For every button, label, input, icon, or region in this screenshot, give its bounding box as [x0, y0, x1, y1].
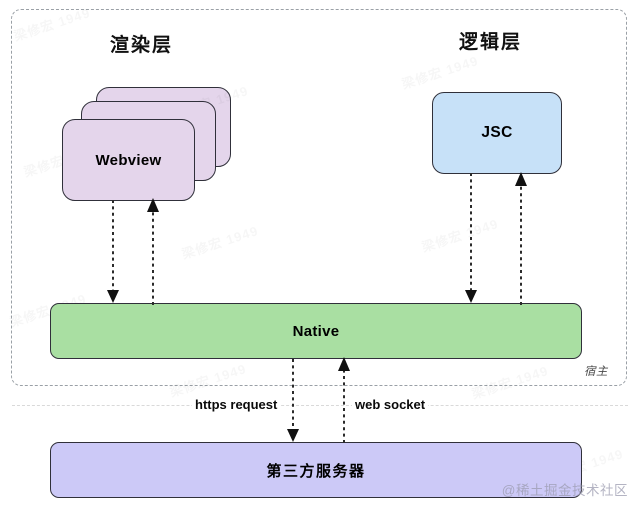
render-layer-title: 渲染层 — [110, 35, 174, 56]
host-container: 宿主 — [11, 9, 627, 386]
third-party-server-node[interactable]: 第三方服务器 — [50, 442, 582, 498]
host-label: 宿主 — [584, 366, 608, 378]
connector-native-to-webview — [147, 198, 159, 305]
native-node[interactable]: Native — [50, 303, 582, 359]
connector-native-to-server — [287, 359, 299, 442]
webview-node[interactable]: Webview — [62, 119, 195, 201]
connector-native-to-jsc — [515, 172, 527, 305]
logic-layer-title: 逻辑层 — [459, 32, 523, 53]
connector-server-to-native — [338, 357, 350, 443]
connector-jsc-to-native — [465, 173, 477, 303]
edge-label-web-socket: web socket — [352, 397, 429, 412]
edge-label-https-request: https request — [192, 397, 281, 412]
brand-watermark: @稀土掘金技术社区 — [501, 483, 628, 498]
connector-webview-to-native — [107, 200, 119, 303]
edge-label-hairline — [12, 404, 628, 406]
jsc-node[interactable]: JSC — [432, 92, 562, 174]
